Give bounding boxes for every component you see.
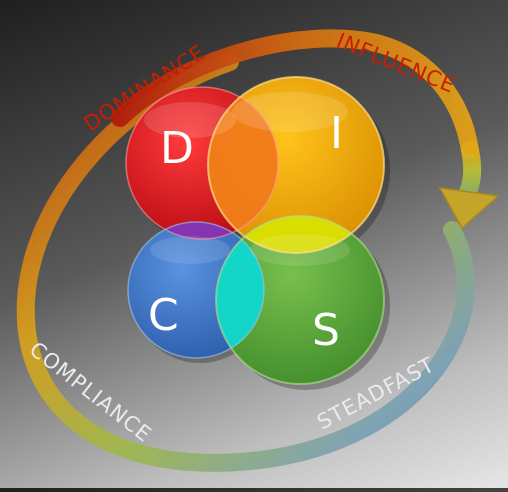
letter-i: I — [330, 108, 343, 159]
disc-letters: D I C S — [148, 108, 343, 356]
letter-s: S — [312, 305, 340, 356]
letter-c: C — [148, 290, 179, 341]
cycle-ring — [16, 29, 500, 472]
arc-labels: DOMINANCE INFLUENCE COMPLIANCE STEADFAST — [25, 28, 459, 447]
label-influence: INFLUENCE — [333, 28, 459, 97]
cycle-arrowhead-icon — [438, 187, 500, 230]
circle-steadfast — [216, 216, 384, 384]
letter-d: D — [160, 123, 194, 174]
disc-circles — [125, 76, 390, 390]
overlap-c-s — [216, 222, 264, 358]
overlap-d-i — [208, 87, 278, 239]
